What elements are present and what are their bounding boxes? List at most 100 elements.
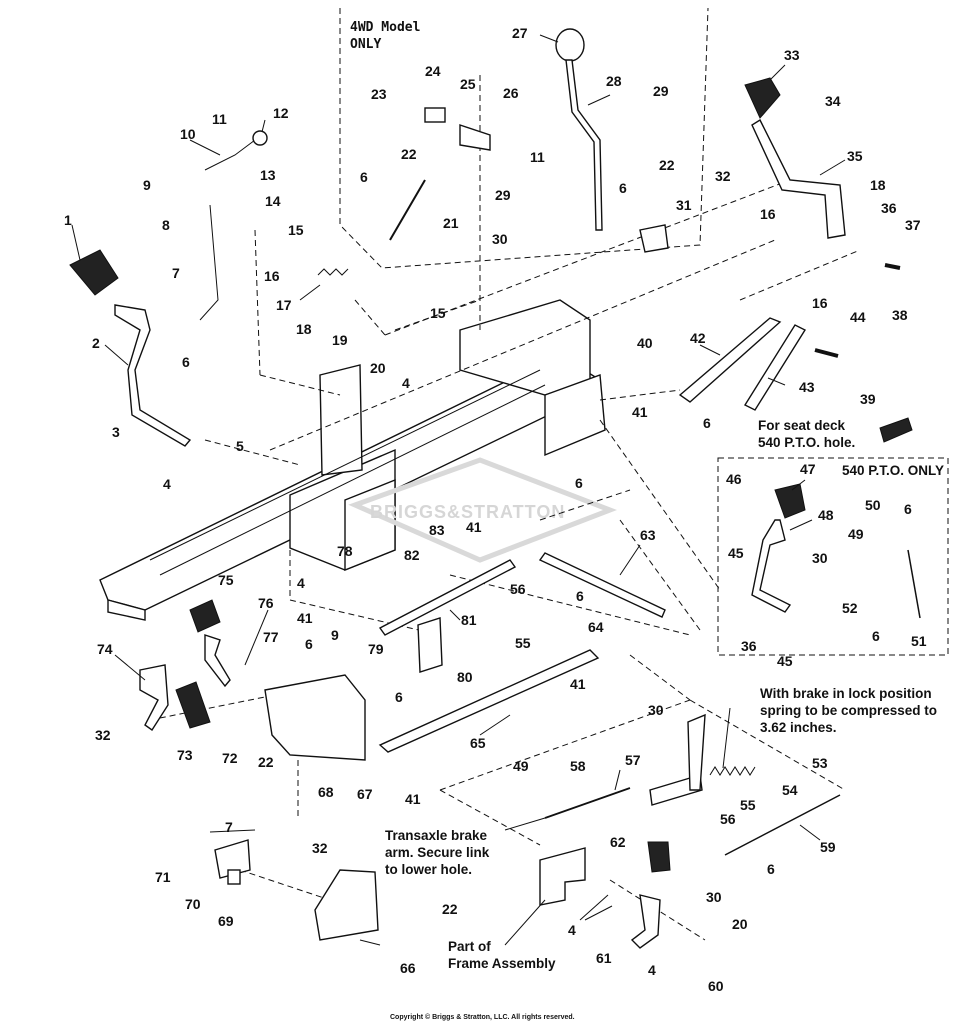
part-69-spacer xyxy=(227,869,241,885)
callout-9b: 9 xyxy=(331,627,339,643)
part-24-block xyxy=(424,107,446,123)
callout-53: 53 xyxy=(812,755,828,771)
callout-45: 45 xyxy=(728,545,744,561)
note-transaxle-brake: Transaxle brake arm. Secure link to lowe… xyxy=(385,828,490,877)
part-43-arm xyxy=(743,324,807,411)
callout-11: 11 xyxy=(212,111,227,127)
svg-text:Part of: Part of xyxy=(448,939,491,954)
callout-68: 68 xyxy=(318,784,334,800)
part-38-bolt xyxy=(884,263,901,270)
callout-37: 37 xyxy=(905,217,921,233)
callout-2: 2 xyxy=(92,335,100,351)
callout-29b: 29 xyxy=(495,187,511,203)
part-2-lift-lever xyxy=(114,304,192,447)
note-frame-assembly: Part of Frame Assembly xyxy=(448,939,556,971)
callout-22c: 22 xyxy=(258,754,274,770)
callout-30d: 30 xyxy=(706,889,722,905)
svg-text:3.62 inches.: 3.62 inches. xyxy=(760,720,837,735)
callout-1: 1 xyxy=(64,212,72,228)
note-seat-deck: For seat deck 540 P.T.O. hole. xyxy=(758,418,855,450)
svg-text:spring to be compressed to: spring to be compressed to xyxy=(760,703,937,718)
callout-5: 5 xyxy=(236,438,244,454)
callout-7: 7 xyxy=(172,265,180,281)
callout-50: 50 xyxy=(865,497,881,513)
callout-10: 10 xyxy=(180,126,196,142)
callout-27: 27 xyxy=(512,25,528,41)
callout-65: 65 xyxy=(470,735,486,751)
part-17-spring xyxy=(317,268,349,276)
part-76-pedal-arm xyxy=(204,634,231,688)
callout-79: 79 xyxy=(368,641,384,657)
callout-25: 25 xyxy=(460,76,476,92)
callout-16c: 16 xyxy=(812,295,828,311)
callout-66: 66 xyxy=(400,960,416,976)
lower-frame-plate xyxy=(314,869,379,941)
callout-72: 72 xyxy=(222,750,238,766)
callout-12: 12 xyxy=(273,105,289,121)
callout-71: 71 xyxy=(155,869,171,885)
callout-6i: 6 xyxy=(904,501,912,517)
callout-4b: 4 xyxy=(402,375,410,391)
callout-58: 58 xyxy=(570,758,586,774)
part-42-arm xyxy=(678,317,782,403)
callout-16b: 16 xyxy=(760,206,776,222)
callout-62: 62 xyxy=(610,834,626,850)
callout-22: 22 xyxy=(401,146,417,162)
callout-56b: 56 xyxy=(720,811,736,827)
part-65-brake-rod xyxy=(378,649,600,753)
part-10-cable xyxy=(204,139,256,171)
part-73-pedal-pad xyxy=(175,681,211,729)
callout-31: 31 xyxy=(676,197,692,213)
callout-6: 6 xyxy=(182,354,190,370)
callout-81: 81 xyxy=(461,612,477,628)
callout-30b: 30 xyxy=(812,550,828,566)
callout-59: 59 xyxy=(820,839,836,855)
watermark: BRIGGS&STRATTON xyxy=(348,457,617,563)
part-25-bracket xyxy=(459,124,491,151)
callout-20b: 20 xyxy=(732,916,748,932)
callout-3: 3 xyxy=(112,424,120,440)
callout-82: 82 xyxy=(404,547,420,563)
callout-54: 54 xyxy=(782,782,798,798)
callout-77: 77 xyxy=(263,629,279,645)
callout-32b: 32 xyxy=(95,727,111,743)
part-68-bracket xyxy=(264,674,366,761)
callout-43: 43 xyxy=(799,379,815,395)
callout-49: 49 xyxy=(848,526,864,542)
callout-63: 63 xyxy=(640,527,656,543)
part-33-knob xyxy=(744,77,781,119)
callout-4: 4 xyxy=(163,476,171,492)
callout-39: 39 xyxy=(860,391,876,407)
assembly-lines xyxy=(149,75,861,941)
callout-41e: 41 xyxy=(405,791,421,807)
callout-47: 47 xyxy=(800,461,816,477)
part-59-rod xyxy=(724,794,841,856)
callout-41: 41 xyxy=(632,404,648,420)
svg-text:540 P.T.O. hole.: 540 P.T.O. hole. xyxy=(758,435,855,450)
part-51-rod xyxy=(907,549,921,619)
callout-32: 32 xyxy=(715,168,731,184)
part-61-lever xyxy=(630,894,661,949)
callout-55b: 55 xyxy=(740,797,756,813)
svg-text:arm. Secure link: arm. Secure link xyxy=(385,845,490,860)
part-57-bracket xyxy=(649,774,703,806)
part-74-pedal-arm xyxy=(139,664,169,731)
callout-24: 24 xyxy=(425,63,441,79)
callout-11b: 11 xyxy=(530,149,545,165)
callout-18b: 18 xyxy=(870,177,886,193)
callout-60: 60 xyxy=(708,978,724,994)
callout-16: 16 xyxy=(264,268,280,284)
callout-52: 52 xyxy=(842,600,858,616)
svg-text:With brake in lock position: With brake in lock position xyxy=(760,686,932,701)
callout-6c: 6 xyxy=(619,180,627,196)
callout-6e: 6 xyxy=(575,475,583,491)
callout-4e: 4 xyxy=(648,962,656,978)
callout-33: 33 xyxy=(784,47,800,63)
part-31-bracket xyxy=(639,224,669,253)
callout-41d: 41 xyxy=(570,676,586,692)
callout-21: 21 xyxy=(443,215,459,231)
part-54-spring xyxy=(709,766,756,776)
callout-70: 70 xyxy=(185,896,201,912)
part-44-bolt xyxy=(814,348,839,358)
callout-6g: 6 xyxy=(305,636,313,652)
